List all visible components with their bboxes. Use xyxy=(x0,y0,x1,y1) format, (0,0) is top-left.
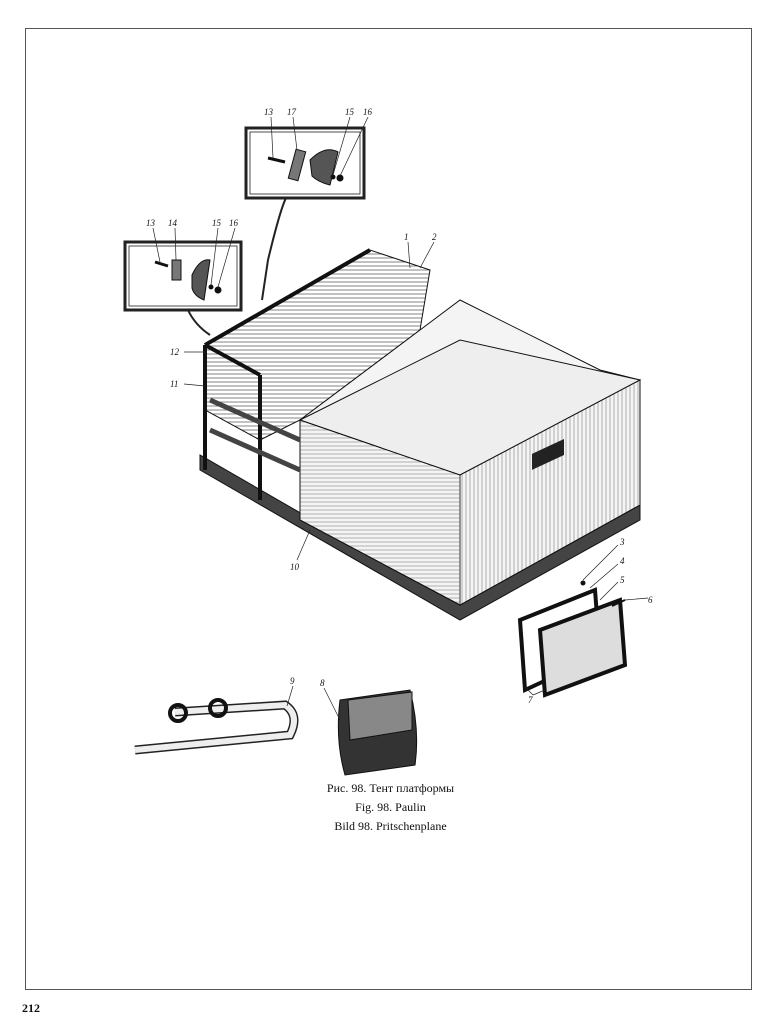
label-16-top: 16 xyxy=(363,107,373,117)
label-6: 6 xyxy=(648,595,653,605)
label-4: 4 xyxy=(620,556,625,566)
label-14: 14 xyxy=(168,218,178,228)
bag xyxy=(337,689,418,776)
label-7: 7 xyxy=(528,695,533,705)
inset-top-detail xyxy=(244,126,366,301)
label-15-left: 15 xyxy=(212,218,222,228)
page-number: 212 xyxy=(22,1001,40,1015)
platform-body xyxy=(199,248,642,621)
label-15-top: 15 xyxy=(345,107,355,117)
label-13-left: 13 xyxy=(146,218,156,228)
label-12: 12 xyxy=(170,347,180,357)
caption-ru: Рис. 98. Тент платформы xyxy=(326,781,455,795)
label-2: 2 xyxy=(432,232,437,242)
label-13-top: 13 xyxy=(264,107,274,117)
leader-lines xyxy=(152,116,649,721)
label-17: 17 xyxy=(287,107,297,117)
label-3: 3 xyxy=(619,537,625,547)
label-5: 5 xyxy=(620,575,625,585)
label-1: 1 xyxy=(404,232,409,242)
caption-de: Bild 98. Pritschenplane xyxy=(334,819,447,833)
label-16-left: 16 xyxy=(229,218,239,228)
label-9: 9 xyxy=(290,676,295,686)
caption-fr: Fig. 98. Paulin xyxy=(355,800,426,814)
page-frame xyxy=(25,28,752,990)
inset-left-detail xyxy=(123,240,243,336)
label-8: 8 xyxy=(320,678,325,688)
window-parts xyxy=(517,580,628,698)
label-10: 10 xyxy=(290,562,300,572)
strap xyxy=(134,698,299,755)
label-11: 11 xyxy=(170,379,178,389)
